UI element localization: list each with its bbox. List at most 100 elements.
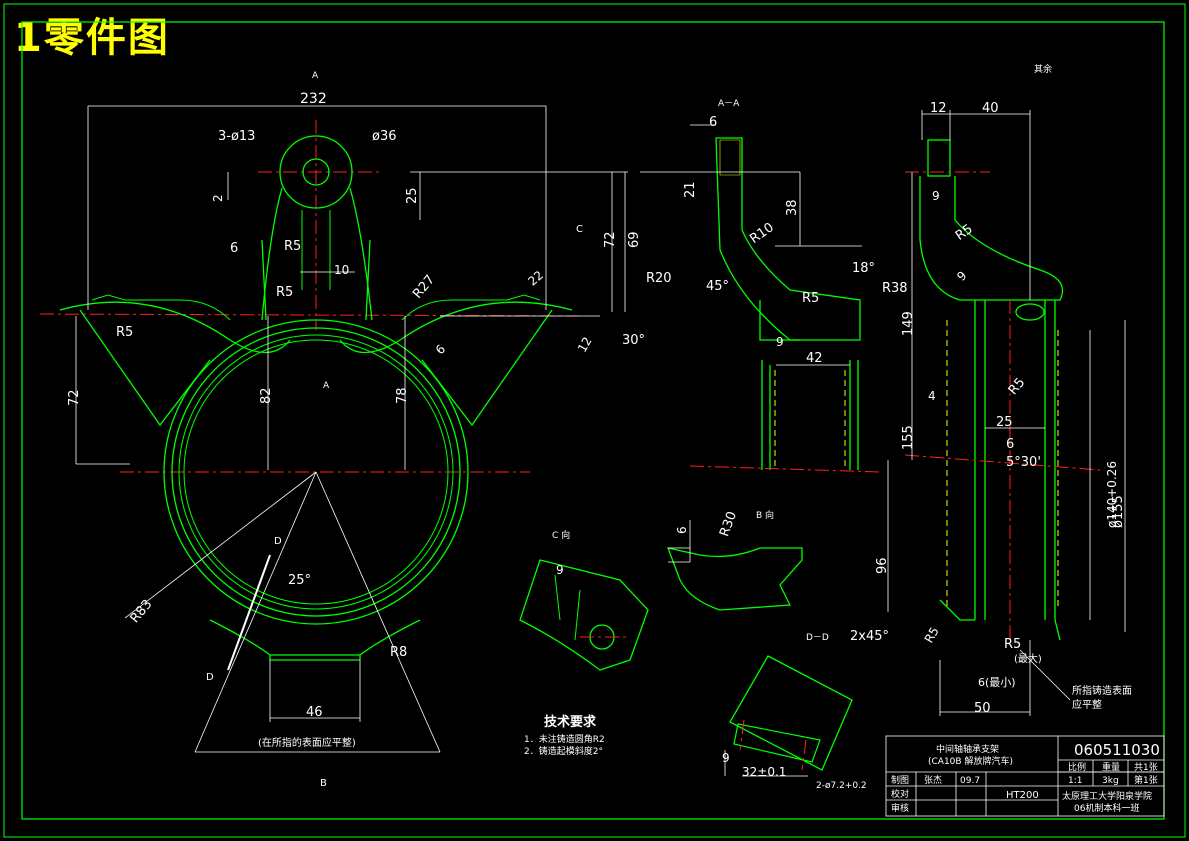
dim-r5c: R5 bbox=[116, 325, 133, 340]
dim-30deg: 30° bbox=[622, 333, 645, 348]
side-dim-r5d: R5 bbox=[1004, 637, 1021, 652]
aa-dim-r10: R10 bbox=[747, 220, 777, 247]
dim-69: 69 bbox=[627, 231, 642, 248]
dim-232: 232 bbox=[300, 91, 327, 107]
side-dim-9: 9 bbox=[932, 189, 940, 203]
tb-date: 09.7 bbox=[960, 776, 980, 786]
side-dim-530: 5°30' bbox=[1006, 455, 1041, 470]
aa-dim-r20: R20 bbox=[646, 271, 672, 286]
side-dim-max: (最大) bbox=[1014, 652, 1042, 665]
side-dim-d140: ø140+0.26 bbox=[1105, 461, 1119, 528]
aa-dim-38: 38 bbox=[785, 199, 800, 216]
inner-border bbox=[21, 21, 1165, 820]
side-note-1: 所指铸造表面 bbox=[1072, 684, 1132, 697]
tech-heading: 技术要求 bbox=[544, 714, 597, 730]
b-dim-6: 6 bbox=[675, 526, 689, 534]
tb-v-sheet: 第1张 bbox=[1134, 774, 1158, 786]
tb-row-review: 审核 bbox=[891, 802, 909, 814]
view-b-label: B 向 bbox=[756, 509, 774, 521]
aa-dim-42: 42 bbox=[806, 351, 823, 366]
tb-material: HT200 bbox=[1006, 790, 1039, 801]
side-dim-25: 25 bbox=[996, 415, 1013, 430]
tb-school: 太原理工大学阳泉学院 bbox=[1062, 790, 1152, 802]
dim-25deg: 25° bbox=[288, 573, 311, 588]
label-a-mid: A bbox=[323, 381, 330, 391]
aa-dim-6: 6 bbox=[709, 115, 717, 130]
dim-82: 82 bbox=[259, 387, 274, 404]
front-note: (在所指的表面应平整) bbox=[258, 736, 356, 749]
arrow-c-label: C bbox=[576, 224, 583, 235]
surface-mark: 其余 bbox=[1034, 63, 1052, 75]
aa-dim-21: 21 bbox=[683, 181, 698, 198]
aa-dim-45deg: 45° bbox=[706, 279, 729, 294]
dim-2: 2 bbox=[211, 194, 225, 202]
dim-72-right: 72 bbox=[603, 231, 618, 248]
b-dim-r30: R30 bbox=[717, 510, 740, 539]
arrow-d-label-1: D bbox=[274, 536, 282, 547]
tb-h-scale: 比例 bbox=[1068, 761, 1086, 773]
tech-item-1: 1．未注铸造圆角R2 bbox=[524, 733, 605, 745]
dim-d36: ø36 bbox=[372, 129, 397, 144]
drawing-title: 1零件图 bbox=[14, 15, 170, 61]
dim-r5a: R5 bbox=[284, 239, 301, 254]
aa-dim-9: 9 bbox=[776, 335, 784, 349]
side-dim-40: 40 bbox=[982, 101, 999, 116]
view-b bbox=[666, 520, 803, 611]
tb-v-weight: 3kg bbox=[1102, 776, 1119, 786]
side-dim-d155: ø155 bbox=[1111, 495, 1126, 528]
side-dim-4: 4 bbox=[928, 389, 936, 403]
side-dim-r5a: R5 bbox=[953, 222, 976, 244]
dd-dim-holes: 2-ø7.2+0.2 bbox=[816, 781, 867, 791]
tb-v-scale: 1:1 bbox=[1068, 776, 1082, 786]
dim-10: 10 bbox=[334, 263, 349, 277]
view-c bbox=[519, 559, 649, 671]
section-dd-view bbox=[724, 655, 853, 777]
dd-dim-32: 32±0.1 bbox=[742, 765, 786, 779]
arrow-d-label-2: D bbox=[206, 672, 214, 683]
dim-46: 46 bbox=[306, 705, 323, 720]
side-view bbox=[887, 110, 1126, 716]
tb-h-total: 共1张 bbox=[1134, 762, 1158, 773]
title-block bbox=[885, 735, 1165, 817]
front-view bbox=[39, 105, 628, 753]
dim-78: 78 bbox=[395, 387, 410, 404]
side-dim-r5b: R5 bbox=[1006, 375, 1029, 398]
label-a-top: A bbox=[312, 71, 319, 81]
arrow-b-label: B bbox=[320, 778, 327, 789]
side-dim-149: 149 bbox=[901, 311, 916, 336]
side-note-2: 应平整 bbox=[1072, 698, 1102, 711]
tb-drawer: 张杰 bbox=[924, 774, 942, 786]
dim-r5b: R5 bbox=[276, 285, 293, 300]
aa-dim-r38: R38 bbox=[882, 281, 908, 296]
dim-25: 25 bbox=[405, 187, 420, 204]
dim-holes: 3-ø13 bbox=[218, 129, 255, 144]
tech-item-2: 2．铸造起模斜度2° bbox=[524, 745, 603, 757]
aa-dim-r5: R5 bbox=[802, 291, 819, 306]
tb-row-check: 校对 bbox=[891, 788, 909, 800]
side-dim-min: 6(最小) bbox=[978, 676, 1016, 689]
side-dim-12: 12 bbox=[930, 101, 947, 116]
aa-dim-18deg: 18° bbox=[852, 261, 875, 276]
side-dim-50: 50 bbox=[974, 701, 991, 716]
outer-border bbox=[3, 3, 1186, 838]
tb-number: 060511030 bbox=[1074, 741, 1160, 759]
dim-r8: R8 bbox=[390, 645, 407, 660]
dim-r83: R83 bbox=[128, 597, 156, 626]
section-aa-view bbox=[640, 124, 881, 473]
dd-dim-9: 9 bbox=[722, 751, 730, 765]
side-dim-6: 6 bbox=[1006, 437, 1014, 452]
tb-part-name: 中间轴轴承支架 bbox=[936, 743, 999, 755]
dim-22: 22 bbox=[525, 268, 546, 289]
tb-row-draw: 制图 bbox=[891, 774, 909, 786]
side-dim-155: 155 bbox=[901, 425, 916, 450]
dim-r27: R27 bbox=[410, 272, 438, 301]
dim-6: 6 bbox=[230, 241, 238, 256]
dim-12: 12 bbox=[575, 334, 595, 354]
side-dim-r5c: R5 bbox=[922, 625, 942, 646]
section-dd-label: D－D bbox=[806, 633, 829, 643]
view-c-label: C 向 bbox=[552, 529, 570, 541]
side-dim-9b: 9 bbox=[954, 268, 969, 283]
tb-part-model: (CA10B 解放牌汽车) bbox=[928, 755, 1013, 767]
side-dim-96: 96 bbox=[875, 557, 890, 574]
